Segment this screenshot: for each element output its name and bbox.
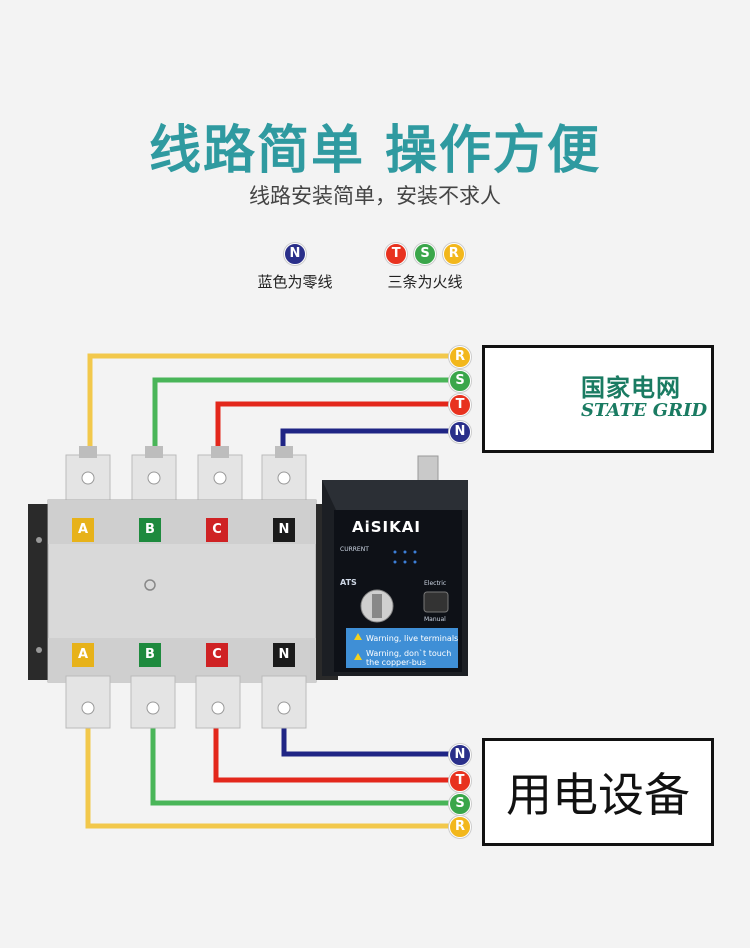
state-grid-name-cn: 国家电网 [581, 374, 681, 402]
phase-label-bottom-c: C [212, 647, 222, 662]
state-grid-name-en: STATE GRID [581, 400, 708, 421]
power-source-box: 国家电网 STATE GRID [482, 345, 714, 453]
manual-label: Manual [424, 616, 446, 623]
wire-bottom-s [150, 725, 460, 806]
phase-label-bottom-a: A [77, 647, 89, 662]
terminal-bottom-a [65, 675, 111, 729]
bottom-terminal-s: S [449, 793, 471, 815]
electric-button [423, 591, 449, 613]
bottom-terminal-n: N [449, 744, 471, 766]
wire-top-r [87, 353, 460, 460]
neutral-badge: N [284, 243, 306, 265]
top-terminal-s: S [449, 370, 471, 392]
switch-left-plate [28, 504, 50, 680]
live-badge-s: S [414, 243, 436, 265]
warning-label [346, 628, 458, 668]
phase-label-top-c: C [212, 522, 222, 537]
phase-label-top-b: B [145, 522, 155, 537]
wire-top-t [215, 401, 460, 460]
legend-neutral: N 蓝色为零线 [240, 243, 350, 292]
warning-line-3: the copper-bus [366, 658, 427, 667]
top-terminal-n: N [449, 421, 471, 443]
warning-line-1: Warning, live terminals [366, 634, 459, 643]
phase-label-top-a: A [77, 522, 89, 537]
phase-label-bottom-b: B [145, 647, 155, 662]
load-equipment-label: 用电设备 [506, 768, 690, 822]
warning-line-2: Warning, don`t touch [366, 649, 452, 658]
bottom-terminal-r: R [449, 816, 471, 838]
legend-neutral-label: 蓝色为零线 [257, 273, 333, 291]
legend-live: T S R 三条为火线 [370, 243, 480, 292]
wire-bottom-t [213, 725, 460, 783]
top-terminal-t: T [449, 394, 471, 416]
phase-label-bottom-n: N [278, 647, 290, 662]
electric-label: Electric [424, 580, 447, 587]
wire-top-s [152, 377, 460, 460]
live-badge-r: R [442, 243, 465, 265]
current-label: CURRENT [340, 546, 369, 553]
ats-label: ATS [340, 578, 357, 587]
page-subtitle: 线路安装简单，安装不求人 [249, 184, 501, 208]
top-terminal-r: R [449, 346, 471, 368]
legend-live-label: 三条为火线 [387, 273, 463, 291]
brand-logo: AiSIKAI [352, 518, 421, 536]
wire-bottom-r [85, 725, 460, 829]
page-title: 线路简单 操作方便 [148, 121, 602, 181]
live-badge-t: T [385, 243, 408, 265]
phase-label-top-n: N [278, 522, 290, 537]
cert-mark-icon [144, 579, 156, 591]
bottom-terminal-t: T [449, 770, 471, 792]
load-equipment-box: 用电设备 [482, 738, 714, 846]
wire-bottom-n [281, 725, 460, 757]
